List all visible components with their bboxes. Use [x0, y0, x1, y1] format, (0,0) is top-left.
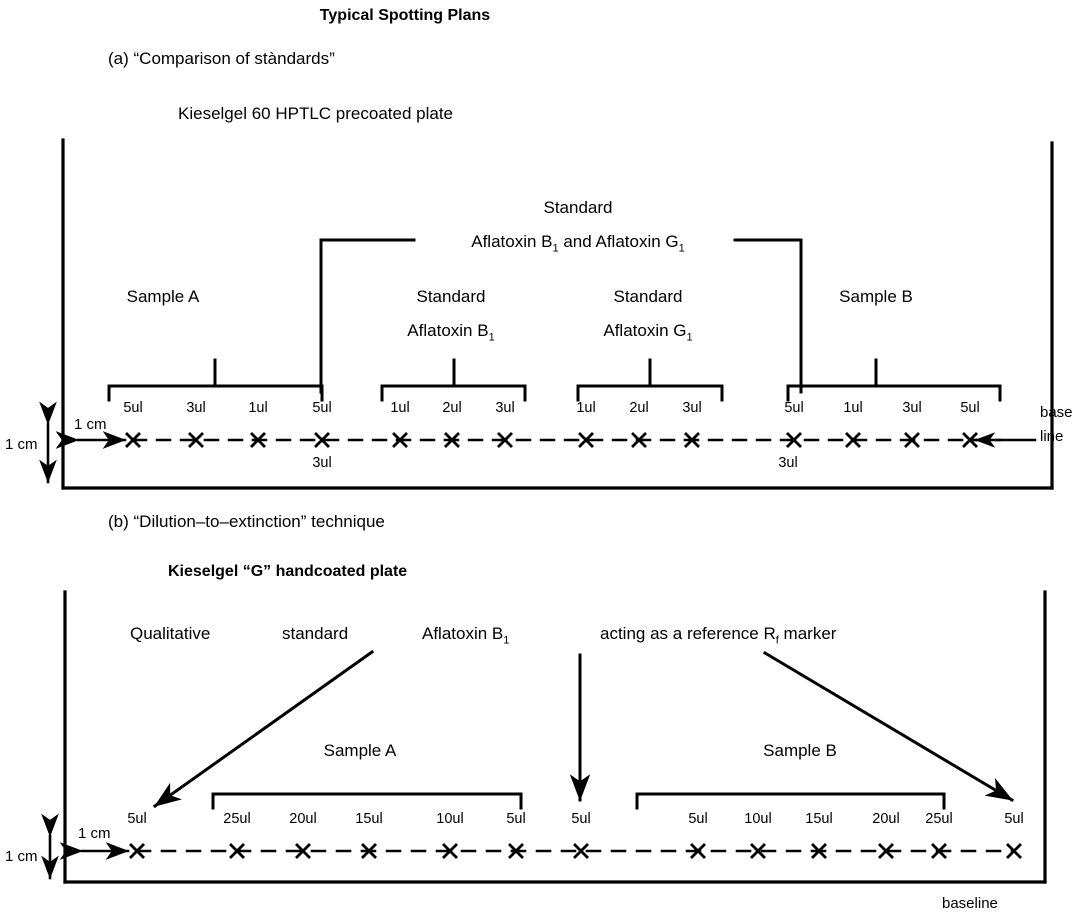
volume-label: 3ul	[902, 400, 922, 416]
aflatoxin-b-text: Aflatoxin B	[422, 624, 504, 643]
volume-label: 15ul	[355, 811, 383, 827]
panel-a-group-label-aflatoxin-b1: Aflatoxin B1	[407, 322, 494, 343]
baseline-label-b: baseline	[942, 895, 998, 912]
panel-a-caption: (a) “Comparison of stàndards”	[108, 49, 335, 68]
annotation-arrow-left-b	[152, 649, 375, 809]
panel-b-caption: (b) “Dilution–to–extinction” technique	[108, 512, 385, 531]
spot-marks-a	[125, 432, 978, 448]
subscript-1: 1	[488, 331, 495, 344]
marker-text: marker	[778, 624, 837, 643]
bracket-sample-a	[107, 358, 324, 402]
volume-label: 3ul	[682, 400, 702, 416]
volume-label: 1ul	[390, 400, 410, 416]
panel-b-note-qualitative: Qualitative	[130, 624, 211, 643]
panel-a-group-label-sample-b: Sample B	[839, 287, 913, 306]
panel-b-plate-label: Kieselgel “G” handcoated plate	[168, 563, 408, 580]
volume-label: 5ul	[127, 811, 147, 827]
volume-label: 5ul	[123, 400, 143, 416]
panel-a-group-label-standard-2: Standard	[613, 287, 683, 306]
panel-b-note-reference-marker: acting as a reference Rf marker	[600, 625, 836, 646]
volume-label: 2ul	[442, 400, 462, 416]
subscript-1: 1	[686, 331, 693, 344]
aflatoxin-b1-text: Aflatoxin B	[471, 232, 553, 251]
volume-label: 2ul	[629, 400, 649, 416]
volume-label: 25ul	[925, 811, 953, 827]
panel-b-note-aflatoxin-b1: Aflatoxin B1	[422, 625, 509, 646]
bracket-sample-b	[786, 358, 1002, 402]
panel-a-plate-label: Kieselgel 60 HPTLC precoated plate	[178, 104, 453, 123]
subscript-1: 1	[503, 634, 510, 647]
panel-a-group-label-sample-a: Sample A	[126, 287, 200, 306]
bracket-standard-b1	[380, 358, 527, 402]
bracket-standard-span-a	[319, 238, 803, 394]
volume-label: 10ul	[436, 811, 464, 827]
volume-label: 25ul	[223, 811, 251, 827]
volume-label: 5ul	[784, 400, 804, 416]
acting-as-reference-text: acting as a reference R	[600, 624, 776, 643]
volume-label: 1ul	[248, 400, 268, 416]
bracket-standard-g1	[576, 358, 724, 402]
aflatoxin-b-text: Aflatoxin B	[407, 321, 489, 340]
volume-label: 3ul	[186, 400, 206, 416]
panel-a-group-label-standard-1: Standard	[416, 287, 486, 306]
aflatoxin-g-text: Aflatoxin G	[603, 321, 687, 340]
volume-label: 5ul	[312, 400, 332, 416]
cm-horizontal-label-a: 1 cm	[74, 416, 107, 433]
subscript-1: 1	[552, 242, 559, 255]
subscript-f: f	[775, 634, 779, 647]
bracket-sample-a-b	[211, 792, 523, 810]
baseline-label-a-line2: line	[1040, 428, 1064, 445]
volume-label: 5ul	[571, 811, 591, 827]
volume-label: 3ul	[495, 400, 515, 416]
volume-label: 20ul	[872, 811, 900, 827]
panel-a-group-label-aflatoxin-g1: Aflatoxin G1	[603, 322, 692, 343]
panel-a-standard-heading: Standard	[543, 198, 613, 217]
volume-label: 5ul	[506, 811, 526, 827]
panel-b-group-label-sample-a: Sample A	[323, 741, 397, 760]
volume-label: 1ul	[576, 400, 596, 416]
page-title: Typical Spotting Plans	[319, 7, 491, 24]
volume-label: 10ul	[744, 811, 772, 827]
volume-label: 5ul	[960, 400, 980, 416]
cm-horizontal-label-b: 1 cm	[78, 825, 111, 842]
volume-label: 1ul	[843, 400, 863, 416]
volume-label-below: 3ul	[312, 455, 332, 471]
subscript-1b: 1	[678, 242, 685, 255]
and-aflatoxin-g-text: and Aflatoxin G	[558, 232, 679, 251]
plate-outline-b	[63, 590, 1047, 884]
panel-a-standard-subheading: Aflatoxin B1 and Aflatoxin G1	[471, 233, 685, 254]
spot-marks-b	[129, 843, 1022, 859]
annotation-arrow-right-b	[762, 650, 1015, 803]
baseline-label-a-line1: base	[1040, 404, 1073, 421]
volume-label-below: 3ul	[778, 455, 798, 471]
cm-vertical-label-a: 1 cm	[5, 436, 38, 453]
volume-label: 5ul	[1004, 811, 1024, 827]
volume-label: 20ul	[289, 811, 317, 827]
volume-label: 5ul	[688, 811, 708, 827]
bracket-sample-b-b	[635, 792, 946, 810]
panel-b-group-label-sample-b: Sample B	[763, 741, 837, 760]
cm-vertical-label-b: 1 cm	[5, 848, 38, 865]
panel-b-note-standard: standard	[282, 624, 349, 643]
volume-label: 15ul	[805, 811, 833, 827]
plate-outline-a	[61, 138, 1054, 490]
